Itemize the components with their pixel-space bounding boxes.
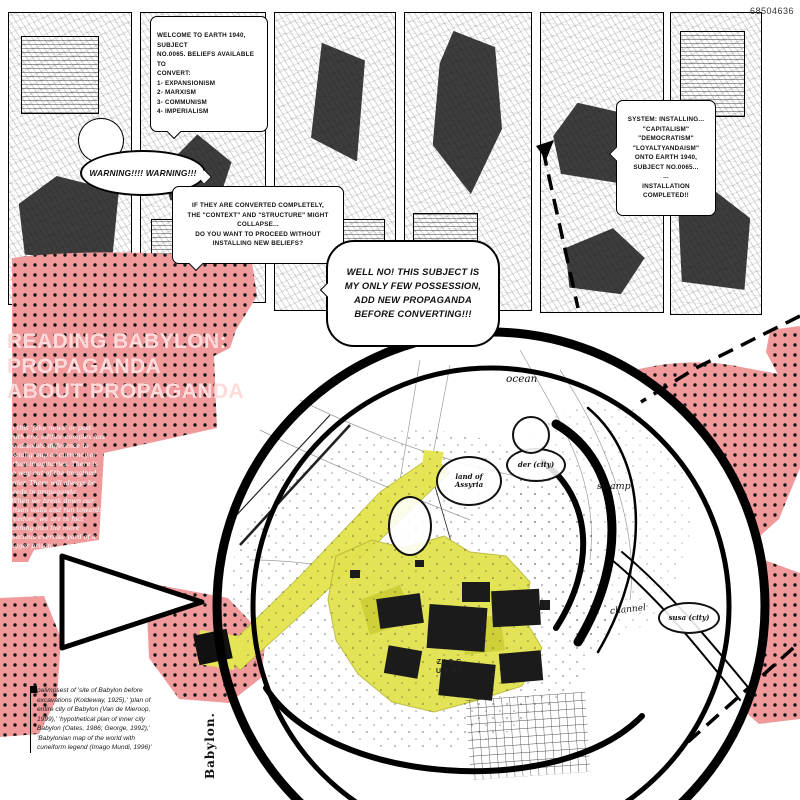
label-ocean: ocean bbox=[506, 373, 538, 385]
pink-region-babylon bbox=[147, 584, 266, 703]
bubble-text: SYSTEM: INSTALLING... "CAPITALISM" "DEMO… bbox=[627, 116, 705, 199]
label-ziggurat: ZIGG URAT bbox=[436, 659, 465, 676]
bubble-text: IF THEY ARE CONVERTED COMPLETELY, THE "C… bbox=[187, 202, 329, 248]
artwork-shape bbox=[21, 36, 99, 114]
label-channel: channel bbox=[609, 603, 647, 617]
speech-bubble-system: SYSTEM: INSTALLING... "CAPITALISM" "DEMO… bbox=[608, 100, 716, 216]
bubble-text: WARNING!!!! WARNING!!! bbox=[89, 167, 197, 178]
page-code: 68504636 bbox=[749, 6, 794, 16]
bubble-text: WELL NO! THIS SUBJECT IS MY ONLY FEW POS… bbox=[344, 266, 482, 320]
map-oval-marker bbox=[512, 416, 550, 454]
city-blocks bbox=[193, 560, 591, 781]
world-map-disc bbox=[217, 332, 765, 800]
triangle-pointer bbox=[59, 553, 205, 651]
title-line: PROPAGANDA bbox=[7, 355, 162, 379]
artwork-shape bbox=[311, 42, 365, 162]
speech-bubble-collapse: IF THEY ARE CONVERTED COMPLETELY, THE "C… bbox=[172, 186, 344, 272]
title-line: READING BABYLON: bbox=[7, 330, 227, 353]
oval-land-of-assyria: land of Assyria bbox=[436, 456, 502, 506]
bubble-text: WELCOME TO EARTH 1940, SUBJECT NO.0065. … bbox=[157, 32, 255, 115]
oval-susa-city: susa (city) bbox=[658, 602, 720, 634]
label-babylon-vertical: Babylon. bbox=[203, 712, 217, 779]
label-swamp: swamp bbox=[597, 481, 631, 492]
title-line: ABOUT PROPAGANDA bbox=[7, 380, 245, 404]
essay-text: In this 'fake news' or post- truth era, … bbox=[8, 424, 105, 551]
speech-bubble-well-no: WELL NO! THIS SUBJECT IS MY ONLY FEW POS… bbox=[319, 240, 500, 347]
inner-ocean-ring bbox=[250, 365, 732, 800]
speech-bubble-welcome: WELCOME TO EARTH 1940, SUBJECT NO.0065. … bbox=[150, 16, 268, 139]
page-title: READING BABYLON: PROPAGANDA ABOUT PROPAG… bbox=[7, 329, 244, 405]
map-oval-marker bbox=[388, 496, 432, 556]
outer-ocean-ring bbox=[212, 327, 770, 800]
sources-caption: palimpsest of 'site of Babylon before ex… bbox=[30, 686, 159, 753]
